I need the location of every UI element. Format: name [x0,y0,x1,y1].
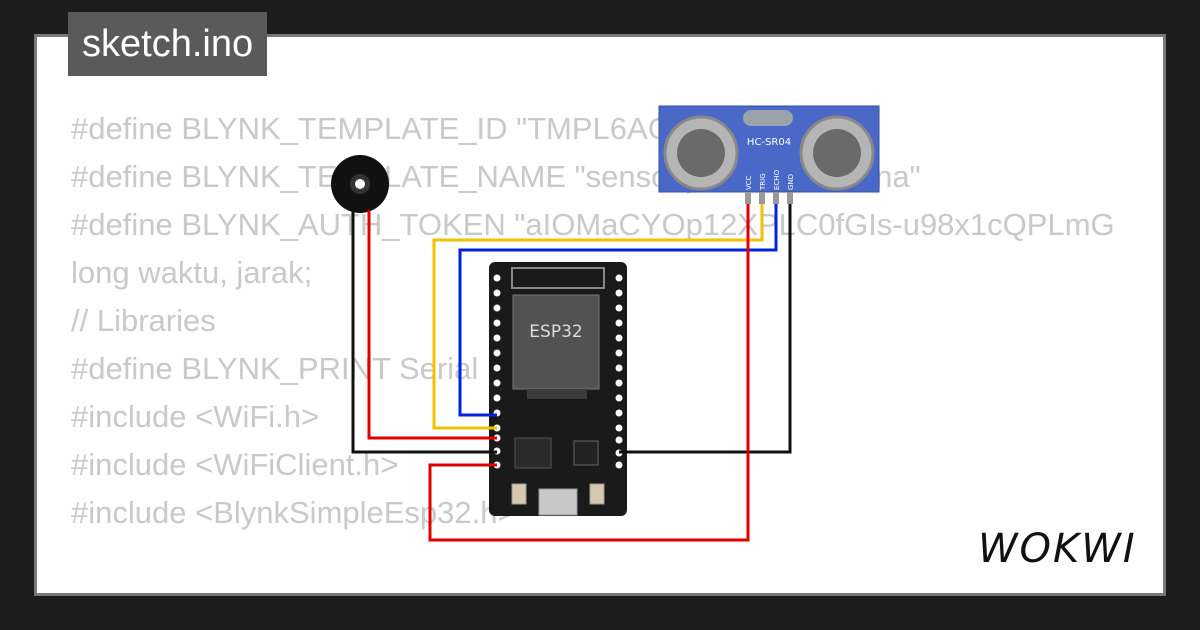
wire-gnd-black[interactable] [619,204,792,454]
wokwi-logo: WOKWI [978,526,1137,572]
sensor-transmitter-mesh [677,129,725,177]
esp-label: ESP32 [529,322,582,342]
esp-right-header [615,274,623,469]
boot-button[interactable] [589,483,605,505]
sensor-pin[interactable] [745,192,751,204]
code-line: #define BLYNK_AUTH_TOKEN "aIOMaCYOp12XPL… [71,207,1115,242]
esp-antenna [511,267,605,289]
esp-module-base [527,389,587,399]
usb-port[interactable] [538,488,578,516]
wire-trig-yellow[interactable] [432,204,764,430]
sensor-pin[interactable] [787,192,793,204]
wire-echo-blue[interactable] [458,204,778,417]
code-line: char auth[] = BLYNK_AUTH_TOKEN [71,585,1115,593]
file-tab-title[interactable]: sketch.ino [68,12,268,76]
sensor-pin[interactable] [773,192,779,204]
hc-sr04-sensor[interactable]: HC-SR04 VCC TRIG ECHO GND [658,105,880,204]
code-line: #include <BlynkSimpleEsp32.h> [71,495,516,530]
pin-label-vcc: VCC [745,175,753,190]
sensor-crystal [743,110,793,126]
code-line: // Libraries [71,303,216,338]
code-line: long waktu, jarak; [71,255,313,290]
code-line: #define BLYNK_PRINT Serial [71,351,479,386]
esp-left-header [493,274,501,469]
code-line: #define BLYNK_TEMPLATE_ID "TMPL6AC [71,111,671,146]
code-line: #include <WiFi.h> [71,399,320,434]
wire-buzzer-black[interactable] [351,210,497,454]
esp32-board[interactable]: ESP32 [489,262,627,516]
pin-label-gnd: GND [787,174,795,190]
voltage-regulator [514,437,552,469]
pin-label-trig: TRIG [759,173,767,191]
usb-uart-chip [573,440,599,466]
sensor-receiver-mesh [813,129,861,177]
wire-buzzer-red[interactable] [367,210,497,440]
pin-label-echo: ECHO [773,169,781,190]
sensor-pin[interactable] [759,192,765,204]
esp-module-shield [512,294,600,390]
sensor-label: HC-SR04 [747,137,791,148]
wire-vcc-red[interactable] [428,204,750,542]
en-button[interactable] [511,483,527,505]
buzzer[interactable] [331,155,389,213]
buzzer-center [355,179,365,189]
